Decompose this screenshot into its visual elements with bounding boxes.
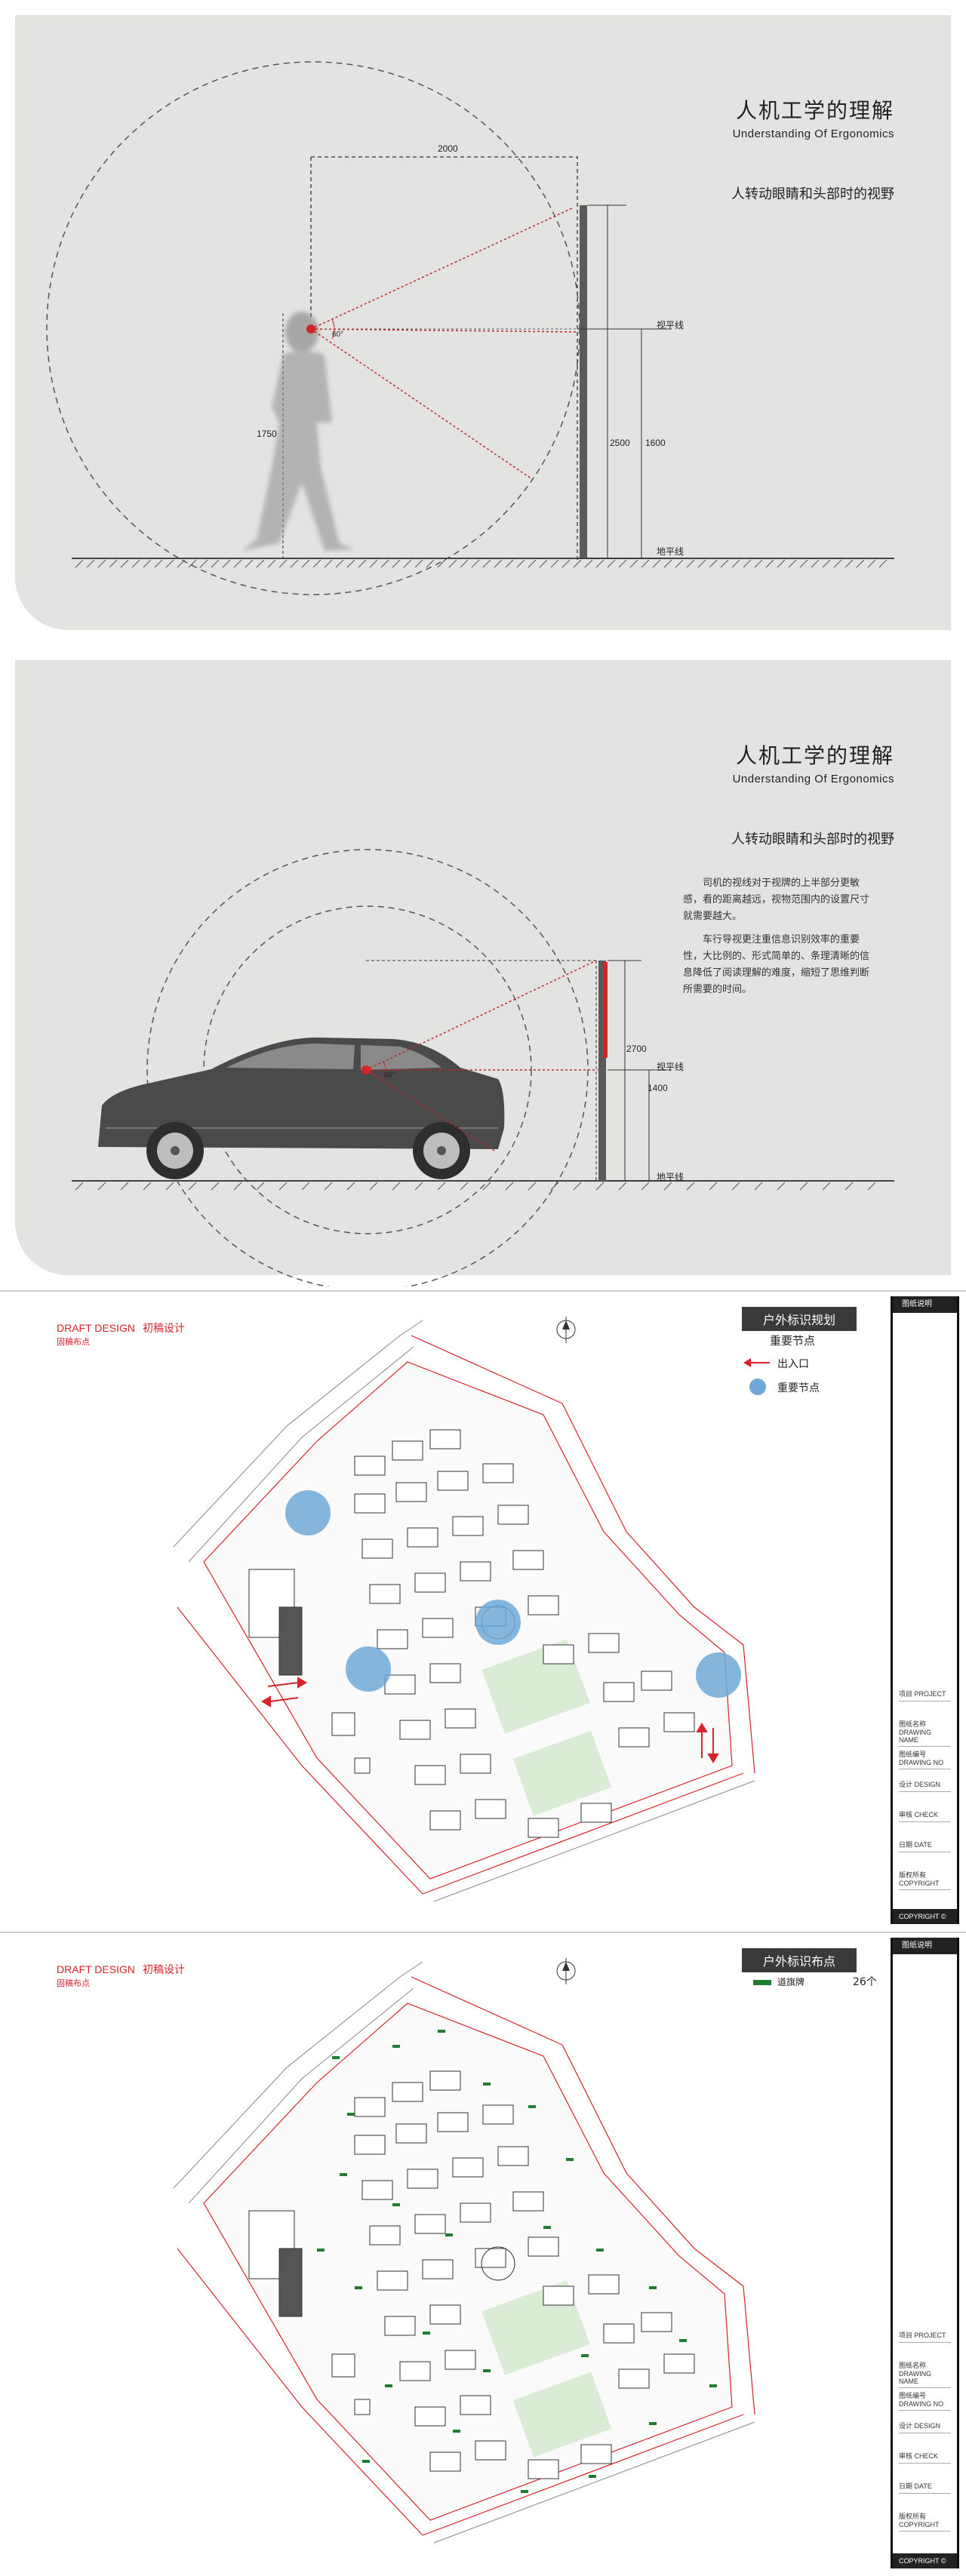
sidebar-row-drawing-name: 图纸名称 DRAWING NAME xyxy=(899,1719,951,1747)
sidebar-row-drawing-name: 图纸名称 DRAWING NAME xyxy=(899,2360,951,2388)
sign-pole xyxy=(598,961,606,1181)
legend-item-entrance: 出入口 xyxy=(777,1358,809,1370)
brand-title: DRAFT DESIGN 初稿设计 xyxy=(57,1320,185,1336)
sidebar-row-check: 审核 CHECK xyxy=(899,1809,951,1822)
title-en: Understanding Of Ergonomics xyxy=(732,773,894,785)
flag-marker-icon xyxy=(753,1980,771,1985)
sidebar-foot: COPYRIGHT © xyxy=(893,1909,957,1924)
brand-subtitle: 固稿布点 xyxy=(57,1338,90,1347)
title-cn: 人机工学的理解 xyxy=(735,98,894,123)
brand-name: DRAFT DESIGN xyxy=(57,1322,135,1334)
legend-item-node: 重要节点 xyxy=(777,1382,820,1394)
description-paragraph-1: 司机的视线对于视牌的上半部分更敏感，看的距离越远，视物范围内的设置尺寸就需要越大… xyxy=(683,878,870,922)
ground-line-label: 地平线 xyxy=(657,546,685,557)
title-block-sidebar: 图纸说明 项目 PROJECT 图纸名称 DRAWING NAME 图纸编号 D… xyxy=(891,1296,959,1924)
pedestrian-diagram xyxy=(46,61,894,595)
brand-name: DRAFT DESIGN xyxy=(57,1963,135,1975)
dim-eye-line-label: 1400 xyxy=(648,1083,668,1093)
eye-point xyxy=(361,1065,371,1074)
brand-subtitle: 固稿布点 xyxy=(57,1979,90,1988)
flag-markers xyxy=(317,2030,717,2493)
north-arrow-icon xyxy=(556,1317,576,1343)
eye-point xyxy=(306,324,315,334)
pedestrian-figure xyxy=(242,312,355,551)
sidebar-row-copyright: 版权所有 COPYRIGHT xyxy=(899,2511,951,2531)
sign-pole xyxy=(580,205,587,558)
driver-diagram xyxy=(72,849,894,1286)
key-nodes xyxy=(285,1490,741,1698)
sidebar-row-date: 日期 DATE xyxy=(899,2481,951,2494)
site-plan-nodes xyxy=(0,1290,966,1902)
car-illustration xyxy=(98,1037,505,1179)
dim-sign-height-label: 2500 xyxy=(610,438,630,448)
brand-title: DRAFT DESIGN 初稿设计 xyxy=(57,1962,185,1977)
legend-subtitle: 重要节点 xyxy=(770,1334,816,1348)
ground-line-label: 地平线 xyxy=(657,1172,685,1182)
panel-background xyxy=(15,15,951,630)
panel2-subtitle: 人转动眼睛和头部时的视野 xyxy=(731,832,894,847)
angle-label: 60° xyxy=(383,1071,395,1080)
site-plan-signs xyxy=(0,1932,966,2544)
panel2-title: 人机工学的理解 Understanding Of Ergonomics xyxy=(733,739,894,785)
dim-sign-height-label: 2700 xyxy=(626,1044,647,1054)
sidebar-row-drawing-no: 图纸编号 DRAWING NO xyxy=(899,1749,951,1769)
title-cn: 人机工学的理解 xyxy=(735,743,894,768)
panel1-subtitle: 人转动眼睛和头部时的视野 xyxy=(731,186,894,202)
dim-height-label: 1750 xyxy=(257,429,277,439)
title-block-sidebar: 图纸说明 项目 PROJECT 图纸名称 DRAWING NAME 图纸编号 D… xyxy=(891,1938,959,2568)
sidebar-row-design: 设计 DESIGN xyxy=(899,2421,951,2433)
legend-title: 户外标识布点 xyxy=(742,1948,857,1972)
angle-label: 60° xyxy=(332,330,344,339)
brand-name-cn: 初稿设计 xyxy=(142,1963,185,1975)
sidebar-row-project: 项目 PROJECT xyxy=(899,2330,951,2343)
node-circle-icon xyxy=(749,1379,766,1395)
dim-top-label: 2000 xyxy=(438,143,458,154)
arrow-icon xyxy=(743,1358,770,1367)
panel-ergonomics-pedestrian: 人机工学的理解 Understanding Of Ergonomics 人转动眼… xyxy=(0,0,966,641)
sidebar-row-drawing-no: 图纸编号 DRAWING NO xyxy=(899,2390,951,2411)
sidebar-row-design: 设计 DESIGN xyxy=(899,1779,951,1792)
panel-site-plan-signs: DRAFT DESIGN 初稿设计 固稿布点 户外标识布点 道旗牌 26个 图纸说… xyxy=(0,1932,966,2576)
north-arrow-icon xyxy=(556,1958,576,1984)
sidebar-row-copyright: 版权所有 COPYRIGHT xyxy=(899,1870,951,1890)
sidebar-row-check: 审核 CHECK xyxy=(899,2451,951,2464)
panel1-title: 人机工学的理解 Understanding Of Ergonomics xyxy=(733,94,894,140)
sign-panel xyxy=(603,962,608,1058)
sidebar-foot: COPYRIGHT © xyxy=(893,2553,957,2568)
legend-item-label: 道旗牌 xyxy=(777,1977,805,1987)
panel-site-plan-nodes: DRAFT DESIGN 初稿设计 固稿布点 户外标识规划 重要节点 出入口 重要… xyxy=(0,1290,966,1932)
eye-line-label: 视平线 xyxy=(657,1062,685,1072)
sidebar-row-date: 日期 DATE xyxy=(899,1840,951,1852)
entrance-arrows xyxy=(261,1677,719,1763)
legend-item-count: 26个 xyxy=(853,1976,877,1988)
panel-ergonomics-driver: 人机工学的理解 Understanding Of Ergonomics 人转动眼… xyxy=(0,645,966,1286)
sidebar-head: 图纸说明 xyxy=(893,1296,957,1313)
dim-eye-line-label: 1600 xyxy=(645,438,666,448)
legend-title: 户外标识规划 xyxy=(742,1307,857,1331)
sidebar-row-project: 项目 PROJECT xyxy=(899,1689,951,1701)
eye-line-label: 视平线 xyxy=(657,320,685,330)
sidebar-head: 图纸说明 xyxy=(893,1938,957,1954)
description-paragraph-2: 车行导视更注重信息识别效率的重要性，大比例的、形式简单的、条理清晰的信息降低了阅… xyxy=(683,934,870,995)
brand-name-cn: 初稿设计 xyxy=(142,1322,185,1334)
title-en: Understanding Of Ergonomics xyxy=(732,128,894,140)
